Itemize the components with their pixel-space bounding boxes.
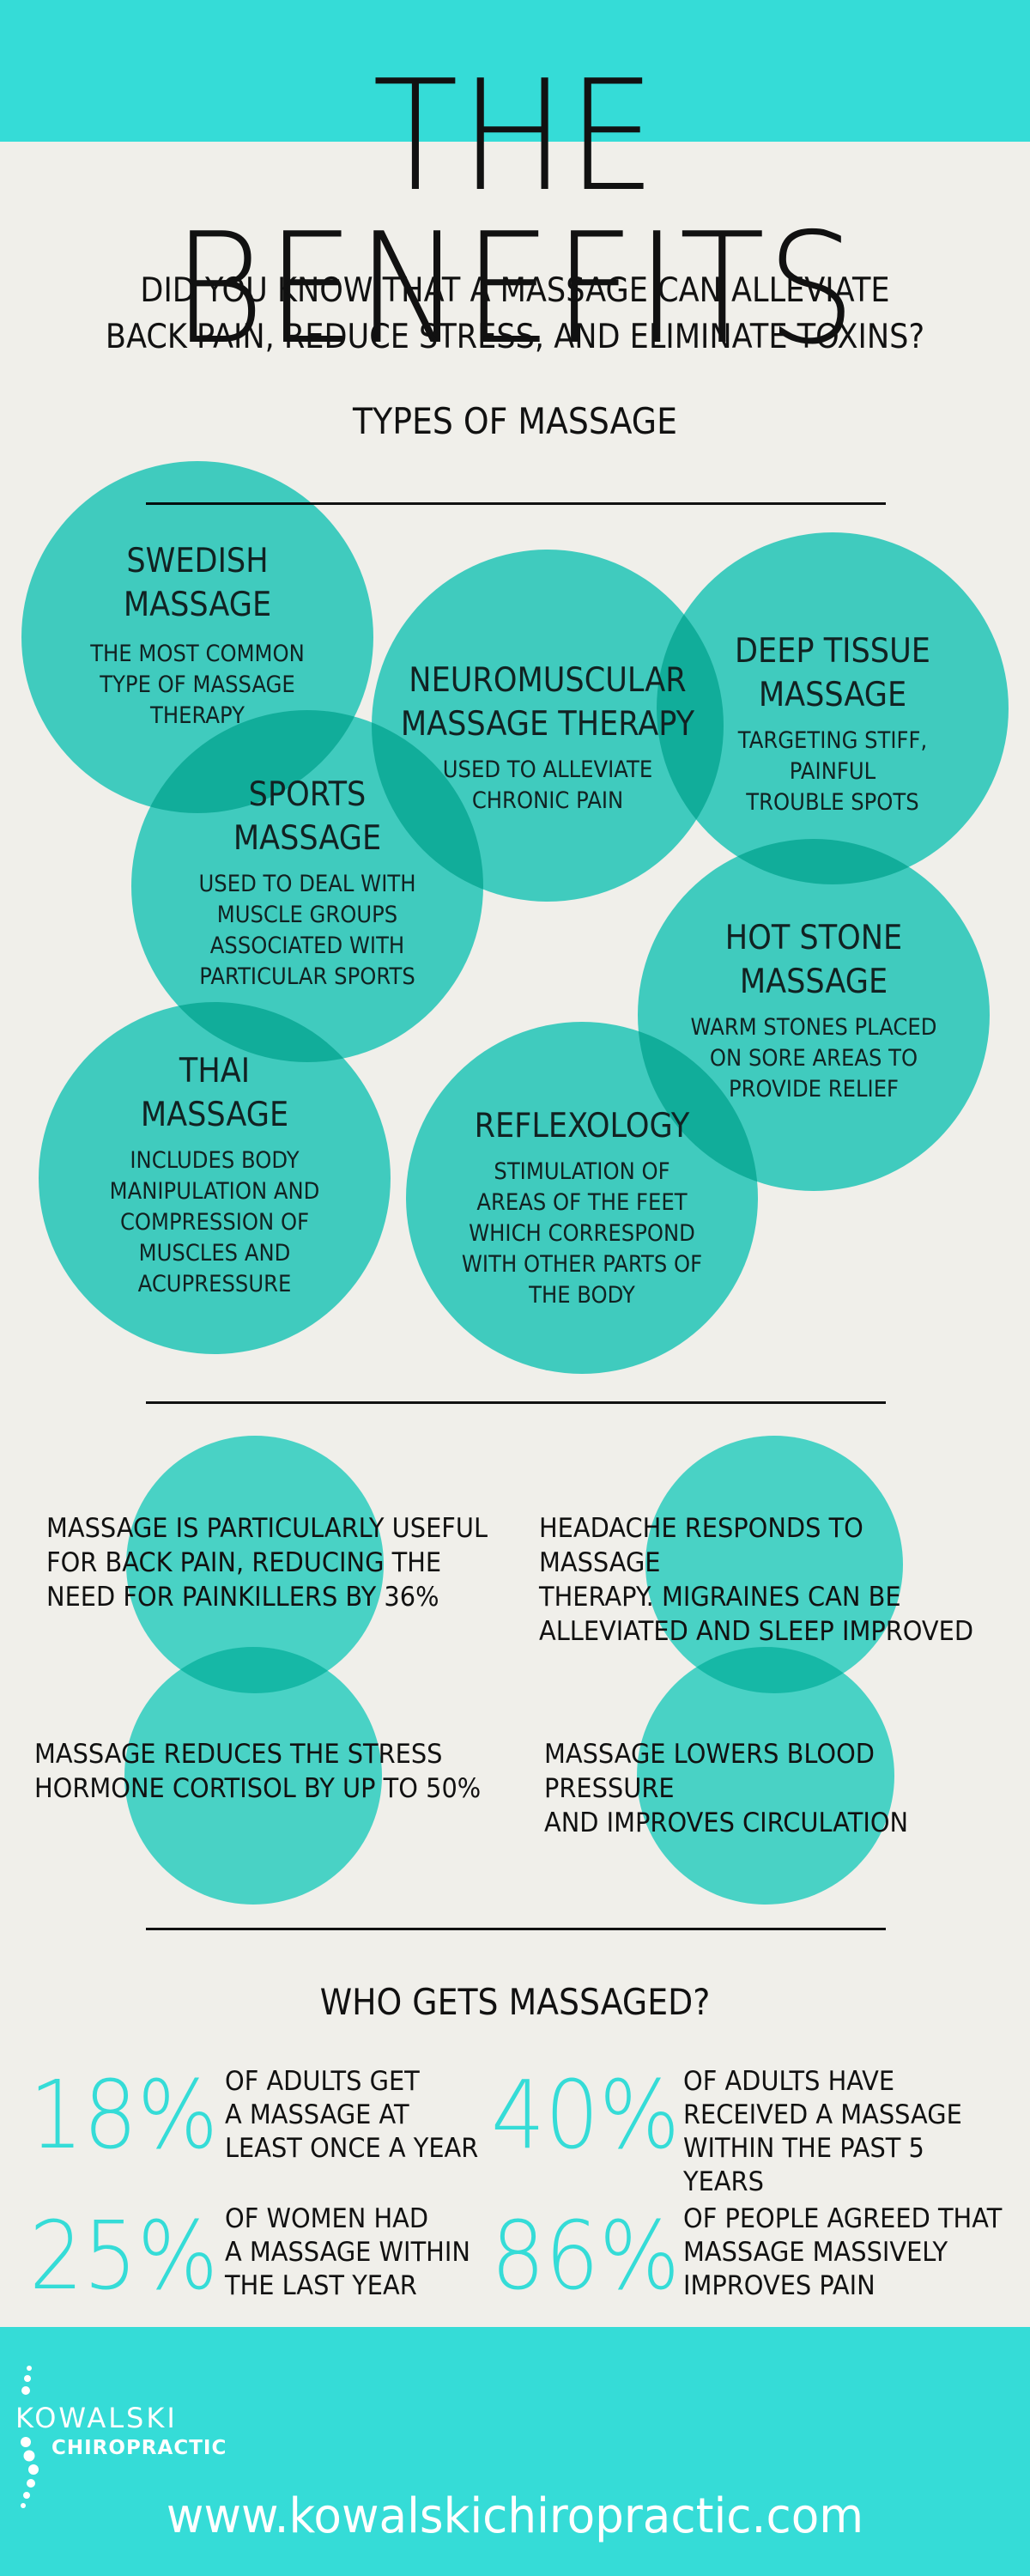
hot-stone-title: HOT STONE MASSAGE [724,919,903,1001]
swedish-desc: THE MOST COMMON TYPE OF MASSAGE THERAPY [90,641,305,729]
brand-subtitle: CHIROPRACTIC [52,2437,227,2459]
fact-blood-pressure: MASSAGE LOWERS BLOOD PRESSURE AND IMPROV… [544,1739,909,1838]
fact-headache: HEADACHE RESPONDS TO MASSAGE THERAPY. MI… [539,1513,974,1647]
footer-band [0,2327,1030,2576]
deep-tissue-desc: TARGETING STIFF, PAINFUL TROUBLE SPOTS [737,727,928,816]
fact-back-pain: MASSAGE IS PARTICULARLY USEFUL FOR BACK … [46,1513,488,1613]
reflexology-text: REFLEXOLOGY STIMULATION OF AREAS OF THE … [427,1104,736,1311]
swedish-text: SWEDISH MASSAGE THE MOST COMMON TYPE OF … [58,539,336,732]
neuromuscular-text: NEUROMUSCULAR MASSAGE THERAPY USED TO AL… [393,659,702,817]
fact-cortisol: MASSAGE REDUCES THE STRESS HORMONE CORTI… [34,1739,482,1804]
stats-heading: WHO GETS MASSAGED? [319,1981,711,2023]
stat-text-3: OF WOMEN HAD A MASSAGE WITHIN THE LAST Y… [225,2203,470,2301]
stat-text-1: OF ADULTS GET A MASSAGE AT LEAST ONCE A … [225,2066,479,2164]
sports-title: SPORTS MASSAGE [233,775,382,858]
deep-tissue-title: DEEP TISSUE MASSAGE [735,632,930,714]
hot-stone-text: HOT STONE MASSAGE WARM STONES PLACED ON … [671,916,957,1105]
divider-2 [146,1401,886,1404]
intro-text: DID YOU KNOW THAT A MASSAGE CAN ALLEVIAT… [52,268,978,361]
stat-value-4: 86% [491,2201,681,2311]
sports-desc: USED TO DEAL WITH MUSCLE GROUPS ASSOCIAT… [198,871,416,990]
website-link[interactable]: www.kowalskichiropractic.com [166,2488,864,2544]
intro-line-2: BACK PAIN, REDUCE STRESS, AND ELIMINATE … [105,318,925,356]
thai-title: THAI MASSAGE [140,1052,289,1134]
sports-text: SPORTS MASSAGE USED TO DEAL WITH MUSCLE … [165,773,451,993]
stat-value-1: 18% [29,2060,219,2170]
reflexology-desc: STIMULATION OF AREAS OF THE FEET WHICH C… [461,1158,703,1309]
hot-stone-desc: WARM STONES PLACED ON SORE AREAS TO PROV… [690,1014,937,1103]
stat-text-2: OF ADULTS HAVE RECEIVED A MASSAGE WITHIN… [683,2066,962,2197]
fact-circle-3 [124,1647,382,1905]
thai-text: THAI MASSAGE INCLUDES BODY MANIPULATION … [72,1049,358,1300]
stat-value-2: 40% [491,2060,681,2170]
divider-1 [146,502,886,505]
deep-tissue-text: DEEP TISSUE MASSAGE TARGETING STIFF, PAI… [690,629,976,818]
swedish-title: SWEDISH MASSAGE [123,542,272,624]
thai-desc: INCLUDES BODY MANIPULATION AND COMPRESSI… [109,1147,320,1297]
intro-line-1: DID YOU KNOW THAT A MASSAGE CAN ALLEVIAT… [140,271,890,310]
stat-text-4: OF PEOPLE AGREED THAT MASSAGE MASSIVELY … [683,2203,1003,2301]
reflexology-circle [406,1022,758,1374]
fact-circle-4 [637,1647,894,1905]
page-title: THE BENEFITS [173,47,857,378]
header-band [0,0,1030,142]
types-heading: TYPES OF MASSAGE [353,400,677,442]
reflexology-title: REFLEXOLOGY [474,1107,690,1145]
neuromuscular-title: NEUROMUSCULAR MASSAGE THERAPY [400,661,695,744]
thai-circle [39,1002,391,1354]
spine-logo-icon [21,2366,39,2508]
neuromuscular-desc: USED TO ALLEVIATE CHRONIC PAIN [442,756,653,814]
deep-tissue-circle [657,532,1009,884]
brand-name: KOWALSKI [15,2402,178,2434]
divider-3 [146,1928,886,1930]
stat-value-3: 25% [29,2201,219,2311]
